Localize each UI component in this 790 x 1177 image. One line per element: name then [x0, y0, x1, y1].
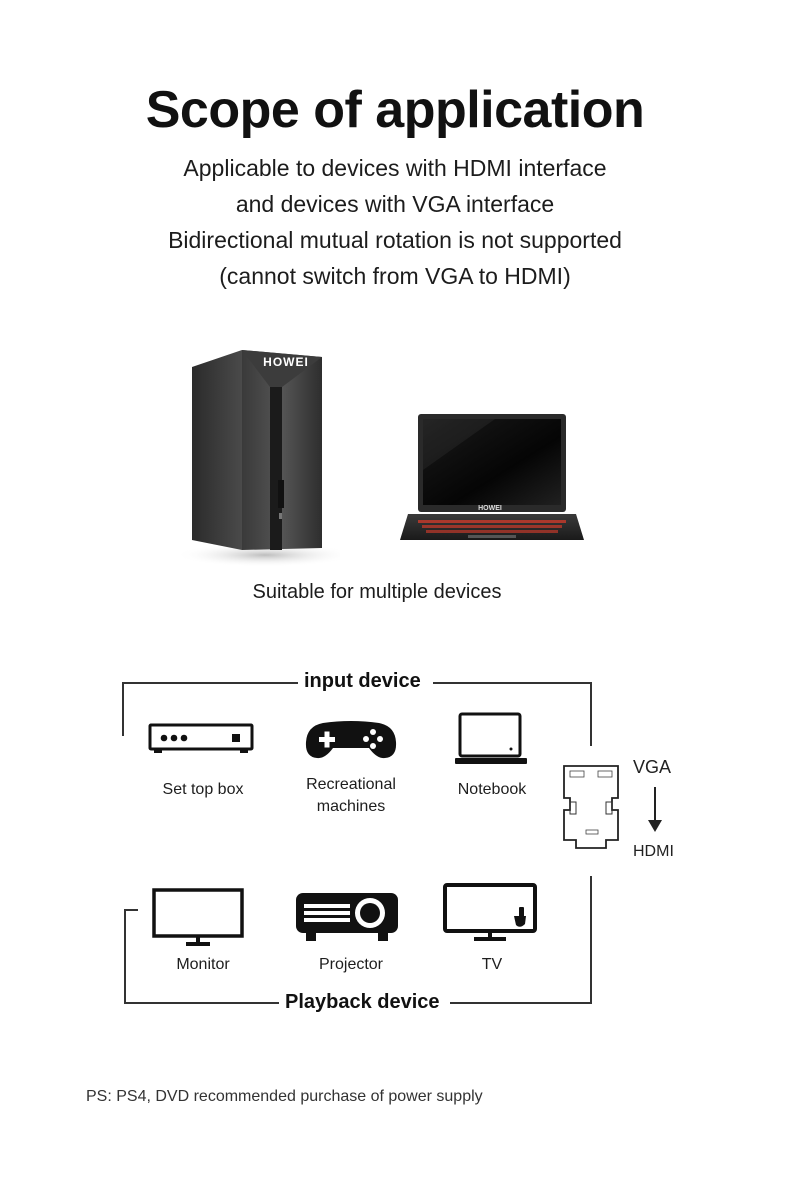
set-top-box-icon [148, 723, 254, 760]
gamepad-icon [305, 720, 397, 765]
tv-icon [442, 882, 538, 949]
devices-caption: Suitable for multiple devices [252, 581, 502, 603]
projector-icon [294, 890, 400, 951]
subtitle-line-2: and devices with VGA interface [235, 191, 555, 217]
laptop-brand-logo: HOWEI [478, 505, 502, 512]
playback-bracket-right [590, 876, 592, 1003]
playback-bracket-top-stub [124, 909, 138, 911]
projector-label: Projector [318, 956, 384, 973]
vga-label: VGA [633, 757, 672, 777]
recreational-label-line-1: Recreational [306, 776, 396, 793]
notebook-label: Notebook [457, 781, 527, 798]
input-bracket-top-right [433, 682, 592, 684]
hdmi-label: HDMI [633, 843, 674, 860]
set-top-box-label: Set top box [162, 781, 244, 798]
playback-bracket-bottom-left [124, 1002, 282, 1004]
subtitle-line-1: Applicable to devices with HDMI interfac… [183, 155, 607, 181]
notebook-icon [454, 712, 528, 773]
input-bracket-top-left [122, 682, 298, 684]
input-device-title: input device [298, 670, 427, 693]
playback-device-title: Playback device [279, 991, 446, 1014]
tv-label: TV [481, 956, 503, 973]
playback-bracket-left [124, 909, 126, 1003]
laptop-image [390, 410, 590, 550]
playback-bracket-bottom-right [450, 1002, 592, 1004]
monitor-label: Monitor [176, 956, 230, 973]
monitor-icon [152, 888, 244, 953]
footer-note: PS: PS4, DVD recommended purchase of pow… [86, 1088, 483, 1105]
recreational-label-line-2: machines [316, 798, 386, 815]
vga-hdmi-adapter-icon [560, 762, 622, 857]
arrow-down-icon [645, 787, 665, 838]
input-bracket-right [590, 682, 592, 746]
input-bracket-left [122, 682, 124, 736]
subtitle-line-3: Bidirectional mutual rotation is not sup… [168, 227, 622, 253]
tower-brand-logo: HOWEI [263, 355, 309, 369]
page-title: Scope of application [145, 81, 645, 139]
tower-pc-image [170, 345, 355, 570]
subtitle-line-4: (cannot switch from VGA to HDMI) [219, 263, 571, 289]
